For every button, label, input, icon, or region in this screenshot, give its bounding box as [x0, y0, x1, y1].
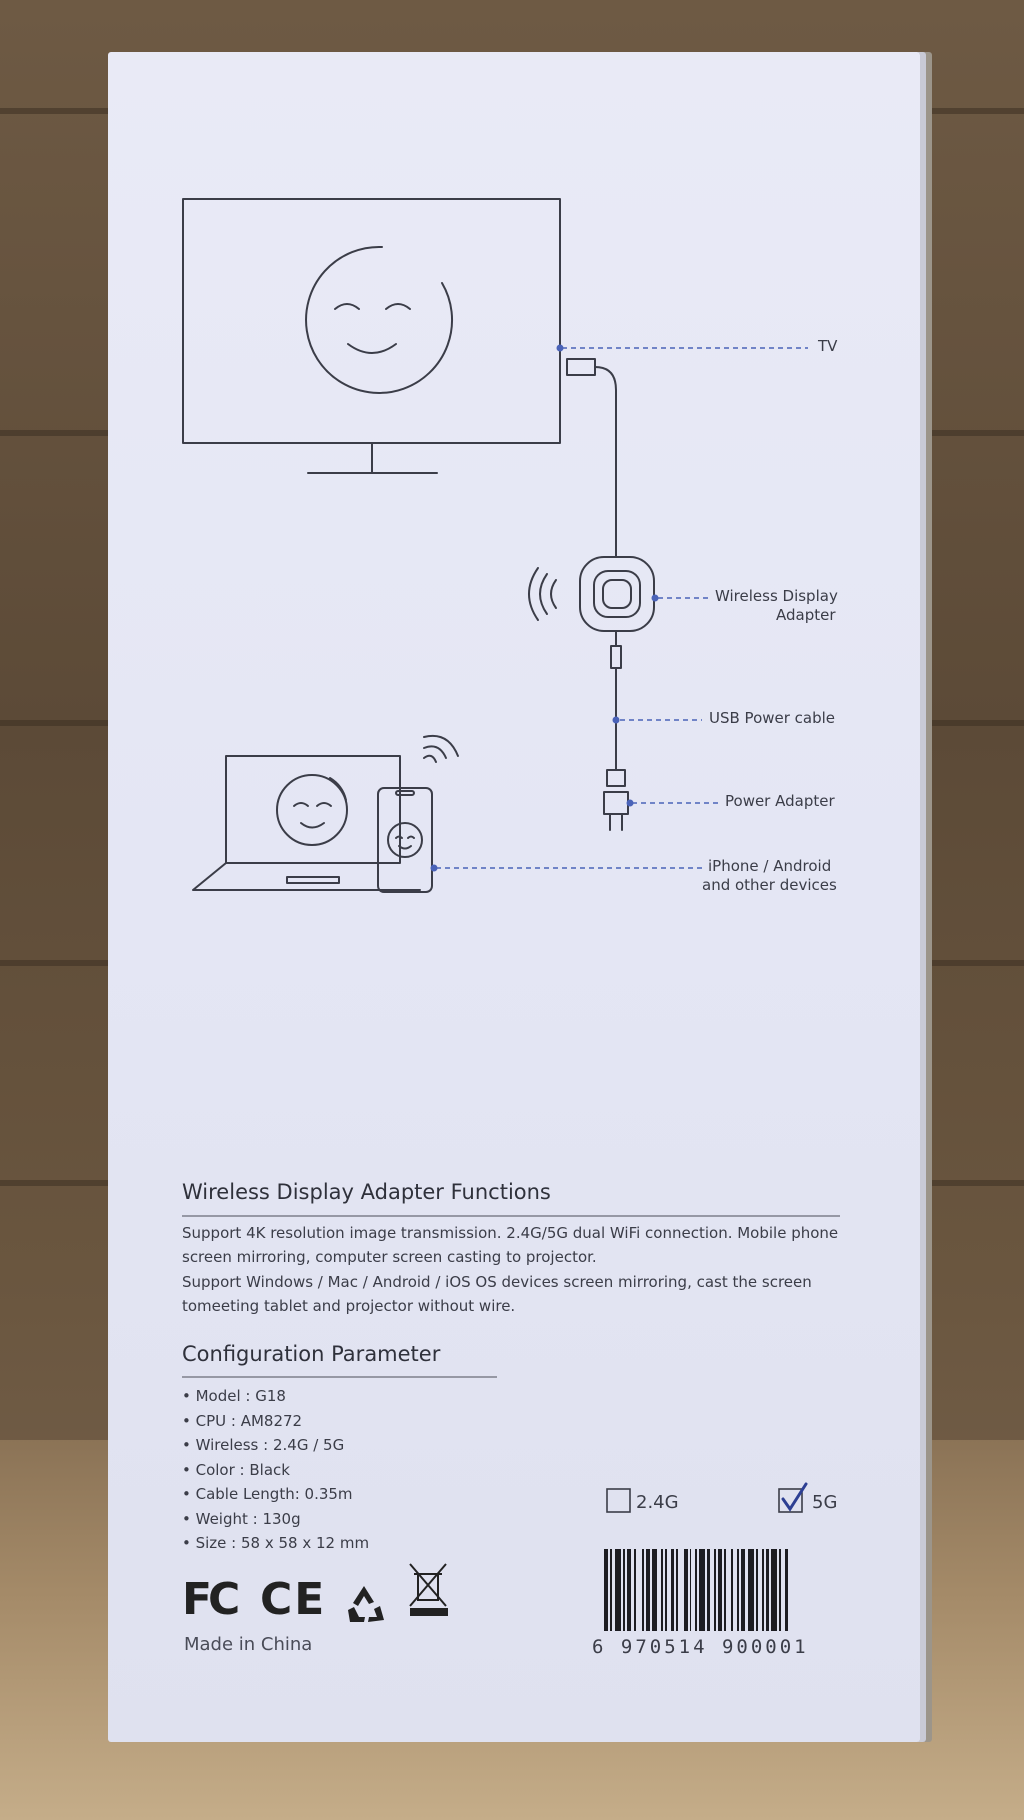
barcode-bar: [609, 1549, 612, 1631]
barcode-digits: 6 970514 900001: [592, 1636, 809, 1658]
functions-p1-line2: screen mirroring, computer screen castin…: [182, 1248, 597, 1266]
label-usb-cable: USB Power cable: [709, 709, 836, 727]
barcode-bar: [695, 1549, 698, 1631]
functions-heading: Wireless Display Adapter Functions: [182, 1180, 551, 1204]
tv-icon: [182, 198, 561, 474]
functions-p2-line2: tomeeting tablet and projector without w…: [182, 1297, 516, 1315]
barcode-bar: [676, 1549, 679, 1631]
label-tv: TV: [818, 337, 838, 355]
config-item-cable: • Cable Length: 0.35m: [182, 1485, 353, 1503]
adapter-icon: [579, 556, 655, 632]
config-item-cpu: • CPU : AM8272: [182, 1411, 303, 1430]
weee-crossed-bin-icon: [409, 1563, 447, 1607]
barcode-bar: [761, 1549, 764, 1631]
config-item-model: • Model : G18: [182, 1387, 286, 1405]
phone-wifi-icon: [423, 734, 459, 763]
barcode-bar: [706, 1549, 711, 1631]
config-heading: Configuration Parameter: [182, 1342, 441, 1366]
barcode-bar: [748, 1549, 755, 1631]
config-item-size: • Size : 58 x 58 x 12 mm: [182, 1534, 370, 1552]
barcode-bar: [699, 1549, 705, 1631]
checkbox-5g: [778, 1488, 803, 1513]
functions-p2-line1: Support Windows / Mac / Android / iOS OS…: [182, 1273, 812, 1291]
checkbox-2-4g: [606, 1488, 631, 1513]
label-adapter-line1: Wireless Display: [715, 587, 838, 605]
option-5g-label: 5G: [812, 1492, 838, 1513]
origin-text: Made in China: [184, 1634, 313, 1655]
label-adapter-line2: Adapter: [776, 606, 836, 624]
barcode-bar: [771, 1549, 777, 1631]
barcode-bar: [634, 1549, 637, 1631]
barcode-bar: [683, 1549, 688, 1631]
barcode-bar: [645, 1549, 650, 1631]
barcode-bar: [615, 1549, 622, 1631]
fcc-mark-icon: FC: [182, 1574, 240, 1625]
barcode-bar: [604, 1549, 608, 1631]
phone-icon: [377, 787, 433, 893]
barcode: [604, 1549, 840, 1643]
barcode-bar: [664, 1549, 667, 1631]
config-item-weight: • Weight : 130g: [182, 1509, 301, 1528]
recycle-icon: [348, 1586, 384, 1622]
barcode-bar: [714, 1549, 717, 1631]
label-devices-line1: iPhone / Android: [708, 857, 832, 875]
config-list: • Model : G18 • CPU : AM8272 • Wireless …: [182, 1384, 369, 1556]
barcode-bar: [642, 1549, 644, 1631]
barcode-bar: [778, 1549, 781, 1631]
barcode-bar: [765, 1549, 770, 1631]
laptop-icon: [192, 755, 421, 891]
product-box-back: [108, 52, 920, 1742]
barcode-bar: [756, 1549, 758, 1631]
barcode-bar: [737, 1549, 739, 1631]
config-item-color: • Color : Black: [182, 1460, 290, 1479]
barcode-bar: [731, 1549, 734, 1631]
wifi-waves-icon: [528, 567, 557, 621]
barcode-bar: [723, 1549, 726, 1631]
label-power-adapter: Power Adapter: [725, 792, 835, 810]
barcode-bar: [651, 1549, 658, 1631]
barcode-bar: [626, 1549, 631, 1631]
barcode-bar: [623, 1549, 625, 1631]
label-devices-line2: and other devices: [702, 876, 837, 894]
barcode-bar: [740, 1549, 745, 1631]
barcode-bar: [718, 1549, 722, 1631]
config-item-wireless: • Wireless : 2.4G / 5G: [182, 1436, 345, 1454]
ce-mark-icon: CE: [260, 1574, 327, 1625]
barcode-bar: [689, 1549, 692, 1631]
barcode-bar: [661, 1549, 663, 1631]
barcode-bar: [670, 1549, 675, 1631]
option-2-4g-label: 2.4G: [636, 1492, 679, 1513]
functions-p1-line1: Support 4K resolution image transmission…: [182, 1224, 839, 1242]
checkmark-icon: [781, 1482, 808, 1512]
barcode-bar: [784, 1549, 789, 1631]
